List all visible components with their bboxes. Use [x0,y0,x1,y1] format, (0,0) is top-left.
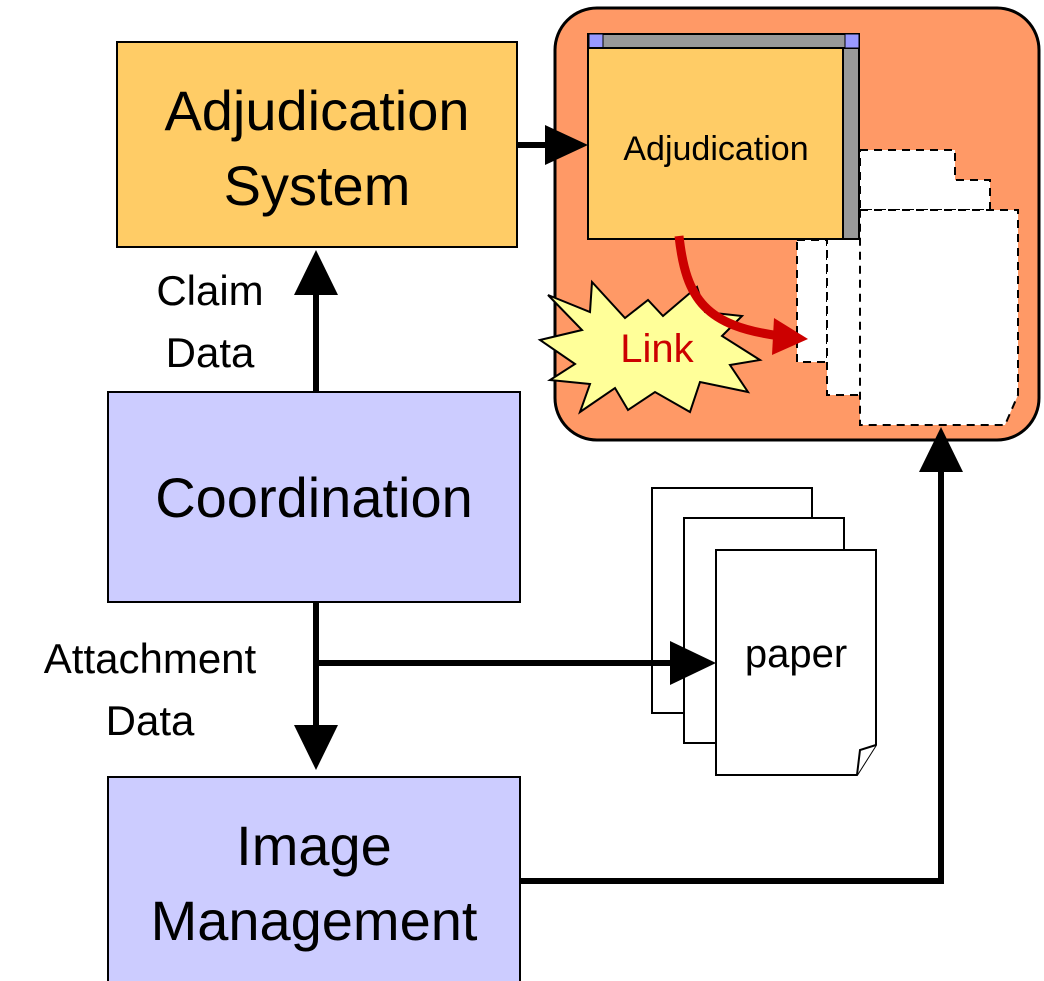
system-to-window-arrowhead [545,125,588,165]
link-arrow-head [772,318,808,355]
dashed-pages [796,149,1019,426]
window-scrollbar[interactable] [842,33,860,240]
link-burst: Link [537,279,763,415]
claim-data-arrowhead [294,250,338,295]
window-label: Adjudication [623,130,808,168]
image-management-box[interactable] [107,776,521,981]
adjudication-system-box[interactable] [116,41,518,248]
image-management-label-line1: Image [236,814,392,877]
window-title-bar[interactable] [587,33,860,49]
paper-dogear [856,744,877,776]
window-corner-right[interactable] [844,33,860,49]
window-body[interactable] [587,47,844,240]
coordination-label: Coordination [155,466,473,529]
adjudication-window[interactable]: Adjudication [587,33,860,240]
image-management-label-line2: Management [151,889,478,952]
attachment-data-label-line2: Data [106,697,195,744]
coordination-box[interactable] [107,391,521,603]
claim-data-label-line1: Claim [156,267,263,314]
claim-data-label-line2: Data [166,329,255,376]
image-to-screen-connector [520,470,944,884]
adjudication-system-label-line1: Adjudication [164,79,469,142]
dashed-page-left [796,239,828,363]
image-to-screen-arrowhead [919,427,963,472]
attachment-to-paper-arrowhead [670,641,716,685]
link-arrow [674,235,781,341]
attachment-down-arrowhead [294,725,338,770]
dashed-page-mid [826,209,863,396]
link-label: Link [620,327,694,371]
burst-shape [537,279,763,415]
paper-label: paper [745,632,847,676]
dashed-page-back [859,149,991,211]
dashed-page-front [859,209,1019,426]
attachment-data-label-line1: Attachment [44,635,257,682]
window-corner-left[interactable] [588,33,604,49]
adjudication-system-label-line2: System [224,154,411,217]
